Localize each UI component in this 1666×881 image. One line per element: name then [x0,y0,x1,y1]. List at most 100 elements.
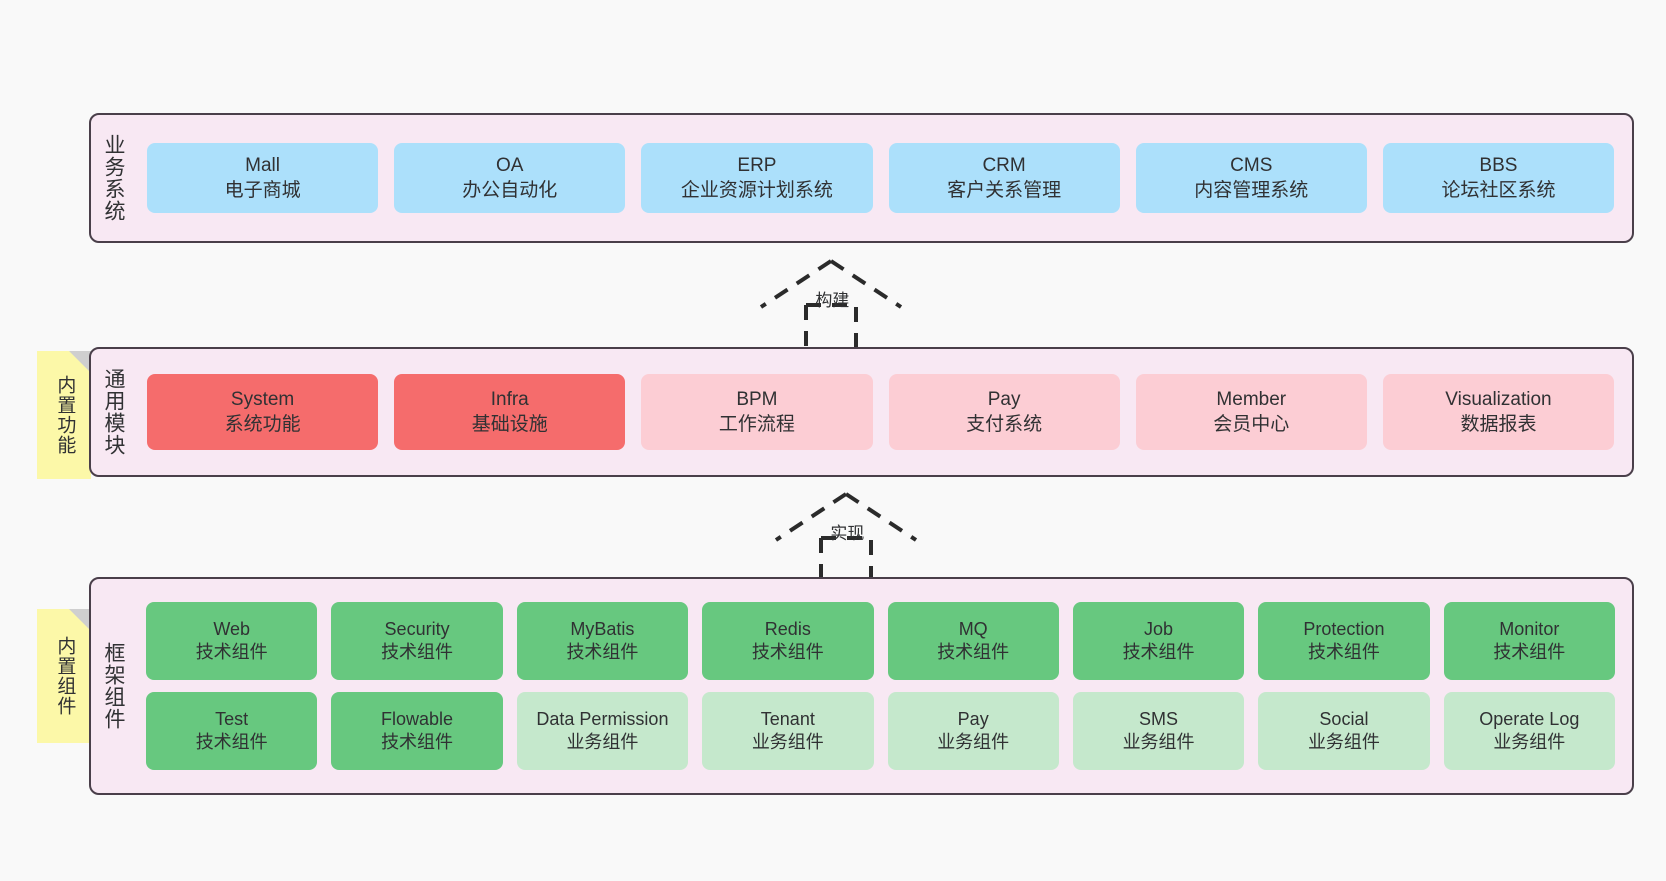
node-title: ERP [737,154,777,176]
node-operate-log[interactable]: Operate Log 业务组件 [1443,692,1615,770]
layer-title-framework-components: 框架组件 [101,642,125,730]
connector-build-arrow: 构建 [751,255,911,351]
node-title: BPM [736,388,778,410]
row: Web 技术组件 Security 技术组件 MyBatis 技术组件 Redi… [139,602,1622,680]
node-title: Pay [957,709,989,730]
note-builtin-features: 内置功能 [37,351,91,479]
node-subtitle: 技术组件 [381,732,454,752]
node-title: Member [1216,388,1287,410]
node-test[interactable]: Test 技术组件 [146,692,318,770]
node-subtitle: 客户关系管理 [947,180,1062,201]
row: Test 技术组件 Flowable 技术组件 Data Permission … [139,692,1622,770]
node-subtitle: 技术组件 [1122,642,1195,662]
node-subtitle: 技术组件 [566,642,639,662]
node-web[interactable]: Web 技术组件 [146,602,318,680]
node-subtitle: 支付系统 [966,414,1043,435]
node-title: Job [1144,619,1174,640]
node-mybatis[interactable]: MyBatis 技术组件 [516,602,689,680]
node-flowable[interactable]: Flowable 技术组件 [331,692,503,770]
node-subtitle: 业务组件 [751,732,824,752]
node-title: MyBatis [570,619,635,640]
node-subtitle: 企业资源计划系统 [680,180,833,201]
layer-body-framework-components: Web 技术组件 Security 技术组件 MyBatis 技术组件 Redi… [135,579,1632,793]
node-system[interactable]: System 系统功能 [147,374,379,450]
row: Mall 电子商城 OA 办公自动化 ERP 企业资源计划系统 CRM 客户关系… [139,143,1622,213]
node-subtitle: 技术组件 [751,642,824,662]
node-subtitle: 技术组件 [195,732,268,752]
node-subtitle: 电子商城 [224,180,301,201]
node-title: Visualization [1445,388,1552,410]
node-protection[interactable]: Protection 技术组件 [1258,602,1430,680]
node-data-permission[interactable]: Data Permission 业务组件 [516,692,689,770]
node-title: Monitor [1499,619,1560,640]
node-mall[interactable]: Mall 电子商城 [147,143,379,213]
node-title: Pay [987,388,1021,410]
layer-title-business-systems: 业务系统 [101,134,125,222]
node-monitor[interactable]: Monitor 技术组件 [1443,602,1615,680]
node-title: CRM [982,154,1026,176]
node-visualization[interactable]: Visualization 数据报表 [1382,374,1615,450]
node-title: Mall [245,154,280,176]
node-title: Social [1319,709,1369,730]
layer-business-systems: 业务系统 Mall 电子商城 OA 办公自动化 ERP 企业资源计划系统 CRM… [89,113,1634,243]
node-title: Web [213,619,251,640]
node-member[interactable]: Member 会员中心 [1135,374,1367,450]
layer-body-business-systems: Mall 电子商城 OA 办公自动化 ERP 企业资源计划系统 CRM 客户关系… [135,115,1632,241]
connector-implement-label: 实现 [830,524,865,543]
node-mq[interactable]: MQ 技术组件 [887,602,1059,680]
node-subtitle: 数据报表 [1460,414,1537,435]
note-builtin-components: 内置组件 [37,609,91,743]
node-infra[interactable]: Infra 基础设施 [394,374,626,450]
node-oa[interactable]: OA 办公自动化 [394,143,626,213]
node-sms[interactable]: SMS 业务组件 [1072,692,1245,770]
node-crm[interactable]: CRM 客户关系管理 [888,143,1120,213]
node-subtitle: 技术组件 [937,642,1010,662]
node-subtitle: 基础设施 [471,414,548,435]
note-label: 内置组件 [54,636,76,716]
node-title: Infra [490,388,529,410]
connector-implement-arrow: 实现 [766,488,926,584]
node-subtitle: 会员中心 [1213,414,1290,435]
node-subtitle: 业务组件 [937,732,1010,752]
node-title: Protection [1303,619,1385,640]
node-subtitle: 业务组件 [1493,732,1566,752]
node-subtitle: 技术组件 [1493,642,1566,662]
node-title: Security [384,619,450,640]
node-title: OA [496,154,524,176]
node-erp[interactable]: ERP 企业资源计划系统 [641,143,873,213]
row: System 系统功能 Infra 基础设施 BPM 工作流程 Pay 支付系统… [139,374,1622,450]
node-subtitle: 工作流程 [718,414,795,435]
layer-title-common-modules: 通用模块 [101,368,125,456]
node-redis[interactable]: Redis 技术组件 [702,602,874,680]
layer-common-modules: 通用模块 System 系统功能 Infra 基础设施 BPM 工作流程 Pay… [89,347,1634,477]
node-pay-business[interactable]: Pay 业务组件 [887,692,1059,770]
node-cms[interactable]: CMS 内容管理系统 [1135,143,1367,213]
node-subtitle: 技术组件 [195,642,268,662]
node-security[interactable]: Security 技术组件 [331,602,503,680]
node-title: BBS [1479,154,1518,176]
node-subtitle: 业务组件 [1307,732,1380,752]
node-title: MQ [958,619,988,640]
node-subtitle: 业务组件 [566,732,639,752]
layer-framework-components: 框架组件 Web 技术组件 Security 技术组件 MyBatis 技术组件… [89,577,1634,795]
note-label: 内置功能 [54,375,76,455]
connector-build-label: 构建 [815,291,850,310]
node-pay[interactable]: Pay 支付系统 [888,374,1120,450]
node-tenant[interactable]: Tenant 业务组件 [702,692,874,770]
node-social[interactable]: Social 业务组件 [1258,692,1430,770]
node-bbs[interactable]: BBS 论坛社区系统 [1382,143,1615,213]
node-title: SMS [1139,709,1179,730]
node-subtitle: 系统功能 [224,414,301,435]
layer-body-common-modules: System 系统功能 Infra 基础设施 BPM 工作流程 Pay 支付系统… [135,349,1632,475]
node-subtitle: 办公自动化 [462,180,558,201]
node-subtitle: 论坛社区系统 [1441,180,1556,201]
node-title: Redis [764,619,811,640]
node-title: System [230,388,295,410]
node-subtitle: 业务组件 [1122,732,1195,752]
node-subtitle: 技术组件 [1307,642,1380,662]
node-subtitle: 内容管理系统 [1194,180,1309,201]
node-job[interactable]: Job 技术组件 [1072,602,1245,680]
node-bpm[interactable]: BPM 工作流程 [641,374,873,450]
node-title: Tenant [760,709,815,730]
